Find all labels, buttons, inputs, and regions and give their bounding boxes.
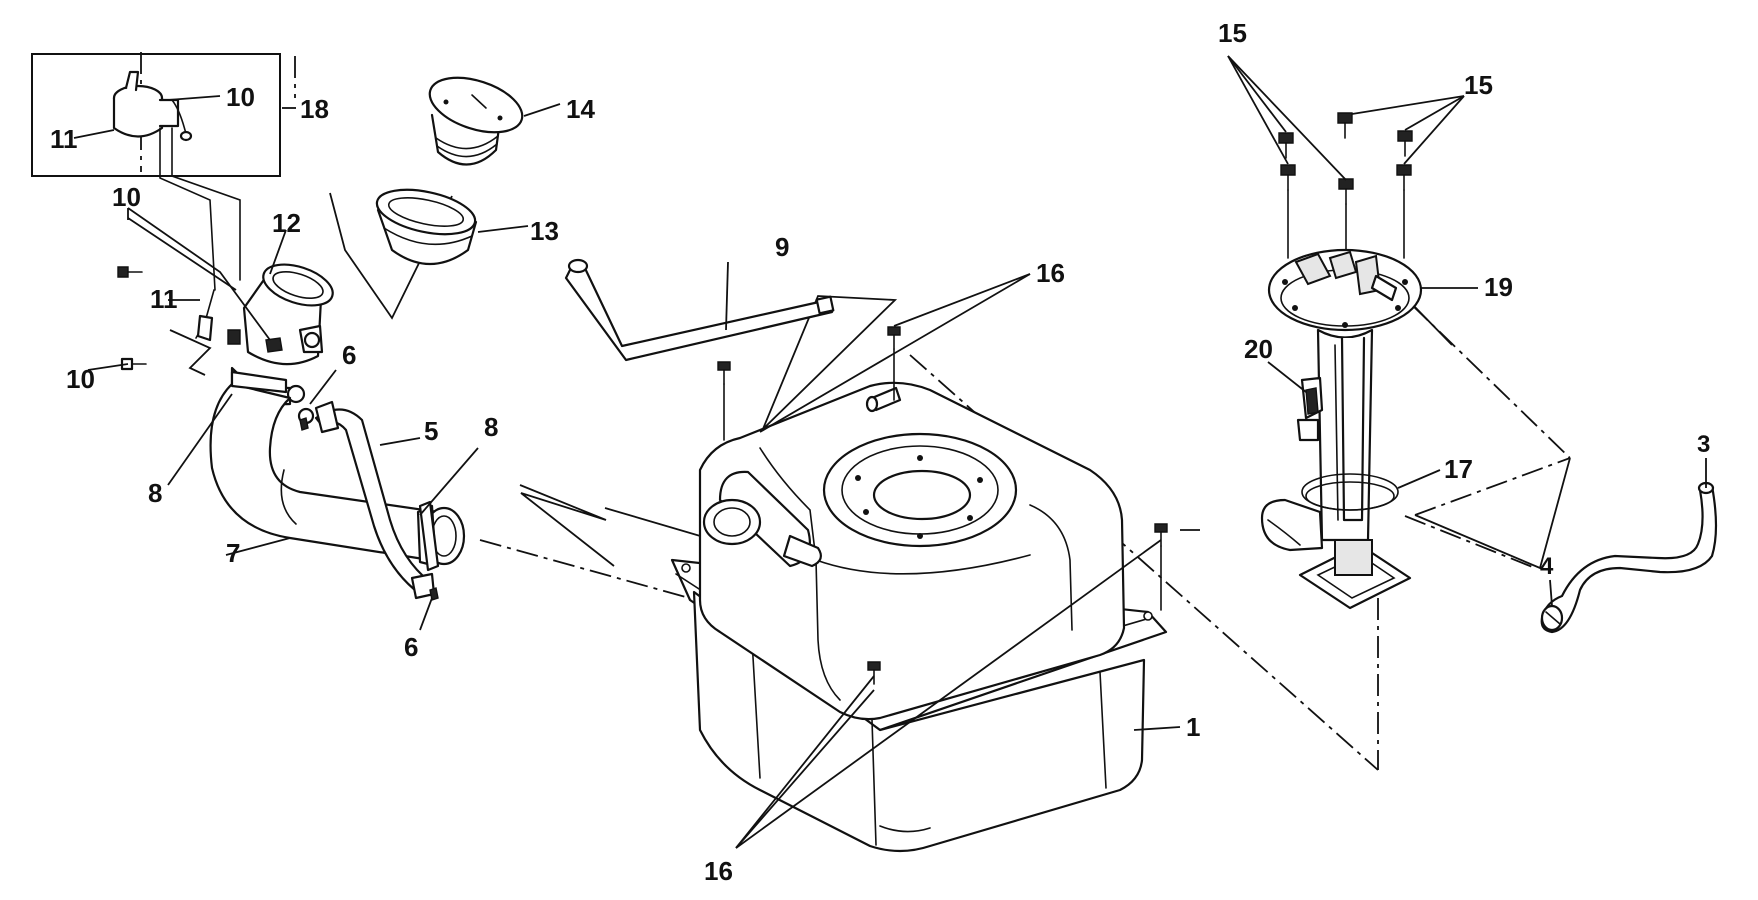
filler-seal-part-13 [375,188,478,266]
callout-labels: 1 3 4 5 6 6 7 8 8 9 10 10 10 11 11 12 13… [50,18,1710,886]
callout-4: 4 [1540,553,1554,580]
callout-8-left: 8 [148,478,162,508]
callout-11-bracket: 11 [150,284,178,314]
tank-bolts-part-16 [717,326,1168,685]
callout-leaders [73,55,1707,849]
hose-clamps [230,370,440,601]
fuel-line-part-3 [1540,481,1718,634]
callout-12: 12 [272,208,301,238]
zigzag-lines [169,192,1571,571]
callout-3: 3 [1697,431,1710,458]
callout-10-upper: 10 [112,182,141,212]
callout-15-right: 15 [1464,70,1493,100]
fuel-pump-assembly [1260,248,1423,610]
callout-19: 19 [1484,272,1513,302]
callout-20: 20 [1244,334,1273,364]
fuel-tank-part-1 [670,381,1168,853]
callout-17: 17 [1444,454,1473,484]
sender-assembly-group [31,53,281,339]
pump-bolts-part-15 [1278,112,1413,259]
vent-tube-part-9 [564,258,835,362]
callout-16-top: 16 [1036,258,1065,288]
callout-8-right: 8 [484,412,498,442]
callout-16-bottom: 16 [704,856,733,886]
vent-hose-part-5 [297,407,436,600]
callout-11-box: 11 [50,124,78,154]
callout-10-lower: 10 [66,364,95,394]
fuel-cap-part-14 [428,76,524,166]
hose-clamp-part-4 [1540,604,1564,632]
callout-10-box: 10 [226,82,255,112]
callout-14: 14 [566,94,595,124]
callout-9: 9 [775,232,789,262]
callout-6-lower: 6 [404,632,418,662]
callout-7: 7 [226,538,240,568]
callout-18: 18 [300,94,329,124]
callout-5: 5 [424,416,438,446]
callout-15-left: 15 [1218,18,1247,48]
callout-6-upper: 6 [342,340,356,370]
callout-13: 13 [530,216,559,246]
callout-1: 1 [1186,712,1200,742]
